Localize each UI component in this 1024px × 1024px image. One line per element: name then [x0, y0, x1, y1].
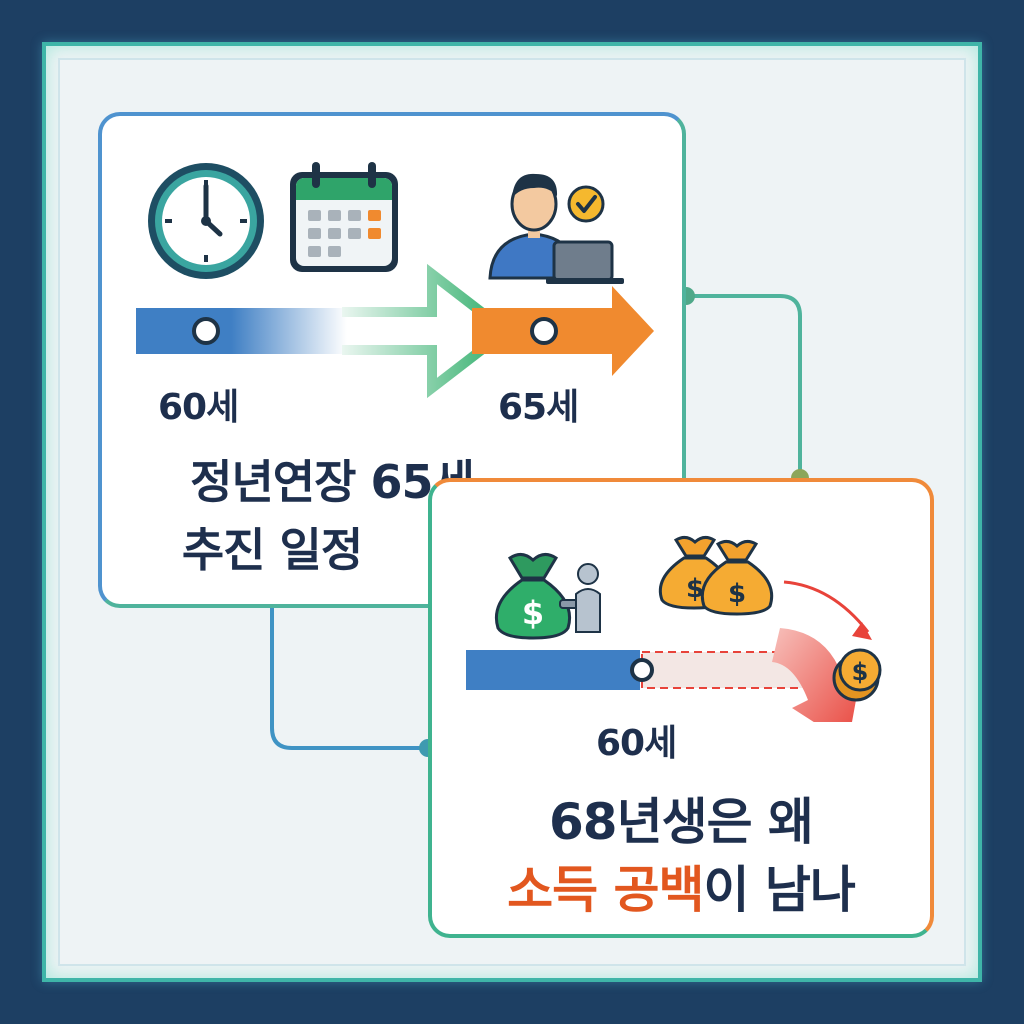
calendar-icon	[290, 162, 398, 272]
person-icon	[559, 563, 601, 633]
age-label-60: 60세	[158, 387, 239, 428]
gap-marker-60	[630, 658, 654, 682]
retirement-extension-card: 60세 65세 정년연장 65세 추진 일정	[98, 112, 686, 608]
title-line2-rest: 이 남나	[703, 861, 856, 919]
svg-text:$: $	[852, 658, 869, 686]
svg-text:$: $	[728, 579, 746, 609]
svg-text:$: $	[686, 574, 704, 604]
office-worker-icon	[488, 173, 624, 284]
money-bag-icon: $	[495, 553, 571, 640]
svg-text:$: $	[522, 594, 544, 632]
timeline-marker-65	[530, 317, 558, 345]
timeline-graphic	[136, 162, 654, 399]
income-bar	[466, 650, 640, 690]
bottom-card-title-line1: 68년생은 왜	[549, 793, 814, 851]
coin-stack-icon: $	[832, 648, 882, 702]
income-gap-card: $ $ $ $ 60세 68년	[428, 478, 934, 938]
timeline-orange-arrow	[472, 286, 654, 376]
age-label-65: 65세	[498, 387, 579, 428]
down-trend-arrow-icon	[772, 628, 860, 722]
highlight-income-gap: 소득 공백	[507, 861, 704, 919]
timeline-marker-60	[192, 317, 220, 345]
top-card-title-line2: 추진 일정	[181, 523, 363, 577]
age-label-60-bottom: 60세	[596, 723, 677, 764]
check-badge-icon	[567, 185, 605, 223]
top-card-title-line1: 정년연장 65세	[190, 455, 475, 509]
bottom-card-title-line2: 소득 공백이 남나	[432, 850, 930, 922]
clock-icon	[148, 163, 264, 279]
twin-money-bags-icon: $ $	[658, 535, 774, 616]
small-trend-arrow	[783, 580, 870, 633]
income-gap-graphic: $ $ $ $	[466, 535, 882, 722]
